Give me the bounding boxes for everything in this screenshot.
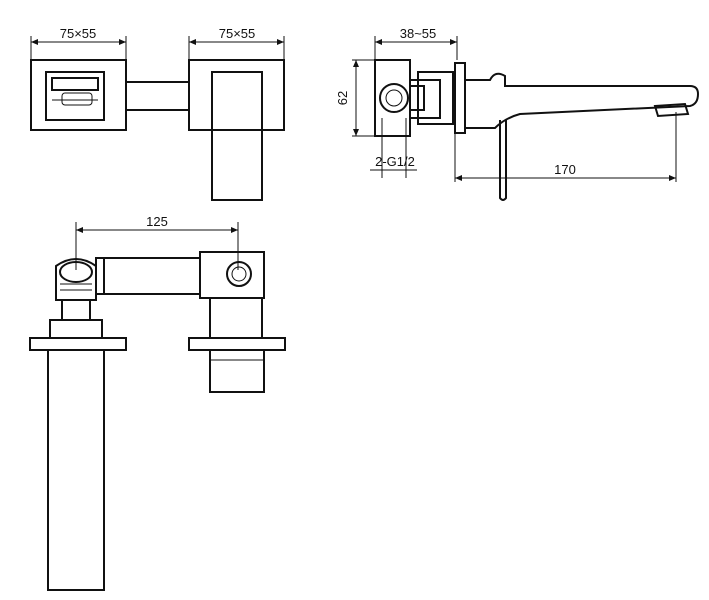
dimension-plate-right-label: 75×55 bbox=[219, 26, 256, 41]
dimension-height-label: 62 bbox=[335, 91, 350, 105]
dimension-center-distance-label: 125 bbox=[146, 214, 168, 229]
spout-side bbox=[465, 72, 700, 129]
spout-front bbox=[211, 71, 263, 201]
dimension-height: 62 bbox=[335, 59, 375, 137]
mixer-cover-plate bbox=[30, 59, 127, 131]
mixer-handle-lever bbox=[61, 92, 93, 106]
top-view: 125 bbox=[29, 214, 286, 591]
dimension-plate-right: 75×55 bbox=[188, 26, 285, 60]
handle-knob bbox=[209, 349, 265, 393]
aerator bbox=[653, 102, 690, 118]
dimension-wall-depth: 38~55 bbox=[374, 26, 458, 60]
connecting-pipe bbox=[95, 257, 201, 295]
valve-flange bbox=[188, 337, 286, 351]
spout-cover-plate bbox=[188, 59, 285, 131]
wall-plate-side bbox=[454, 62, 466, 134]
valve-stem bbox=[209, 297, 263, 339]
mixer-body-inner bbox=[417, 71, 454, 125]
handle-lever-side bbox=[499, 120, 507, 201]
spout-body-top bbox=[47, 349, 105, 591]
dimension-center-distance: 125 bbox=[75, 214, 239, 270]
spout-flange bbox=[29, 337, 127, 351]
dimension-thread-label: 2-G1/2 bbox=[375, 154, 415, 169]
valve-cartridge bbox=[379, 83, 409, 113]
dimension-spout-length: 170 bbox=[454, 112, 677, 182]
dimension-thread: 2-G1/2 bbox=[370, 118, 417, 178]
dimension-plate-left-label: 75×55 bbox=[60, 26, 97, 41]
side-view: 38~55 62 2-G1/2 bbox=[335, 26, 700, 201]
dimension-wall-depth-label: 38~55 bbox=[400, 26, 437, 41]
mixer-handle-top bbox=[51, 77, 99, 91]
dimension-plate-left: 75×55 bbox=[30, 26, 127, 60]
mixer-handle-housing bbox=[45, 71, 105, 121]
front-view: 75×55 75×55 bbox=[30, 26, 285, 201]
dimension-spout-length-label: 170 bbox=[554, 162, 576, 177]
valve-port bbox=[226, 261, 252, 287]
